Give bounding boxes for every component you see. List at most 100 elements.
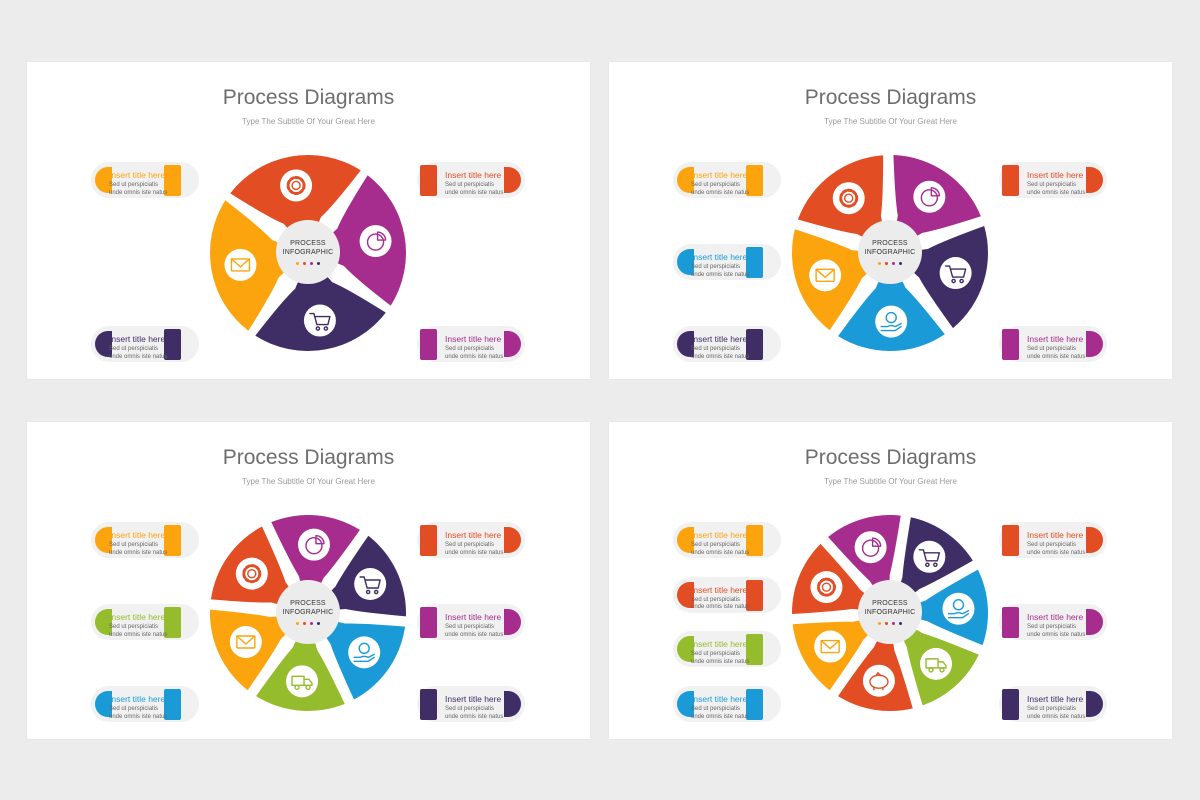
label-accent-tab [1002, 689, 1019, 720]
label-description: Sed ut perspiciatis unde omnis iste natu… [1027, 182, 1086, 196]
label-accent-cap [95, 609, 112, 635]
money-hand-icon [875, 305, 908, 338]
label-accent-tab [164, 689, 181, 720]
label-description: Sed ut perspiciatis unde omnis iste natu… [691, 346, 750, 360]
ring-segment [908, 569, 988, 646]
money-hand-icon [348, 636, 381, 669]
gear-icon [832, 182, 865, 215]
slide-title: Process Diagrams [804, 446, 977, 469]
ring-segment [256, 630, 345, 711]
center-dot [892, 262, 895, 265]
label-accent-cap [677, 167, 694, 193]
ring-segment [797, 155, 884, 241]
gear-icon [280, 169, 313, 202]
label-title: Insert title here [445, 170, 502, 180]
center-disc: PROCESS INFOGRAPHIC [276, 220, 340, 284]
label-title: Insert title here [691, 694, 748, 704]
shopping-cart-icon [303, 304, 336, 337]
label-description: Sed ut perspiciatis unde omnis iste natu… [445, 346, 504, 360]
label-description: Sed ut perspiciatis unde omnis iste natu… [445, 182, 504, 196]
label-title: Insert title here [1027, 170, 1084, 180]
ring-segment [901, 625, 979, 706]
label-accent-tab [1002, 525, 1019, 556]
ring-segment [906, 225, 988, 329]
label-description: Sed ut perspiciatis unde omnis iste natu… [1027, 542, 1086, 556]
center-dot [885, 622, 888, 625]
label-description: Sed ut perspiciatis unde omnis iste natu… [691, 651, 750, 665]
label-accent-cap [677, 691, 694, 717]
gear-icon [810, 571, 843, 604]
center-line-1: PROCESS [290, 240, 326, 247]
label-accent-tab [746, 329, 763, 360]
label-description: Sed ut perspiciatis unde omnis iste natu… [109, 346, 168, 360]
center-dot [878, 262, 881, 265]
center-dot [878, 622, 881, 625]
process-ring [792, 155, 988, 351]
process-ring [792, 515, 988, 711]
center-dot [317, 262, 320, 265]
label-description: Sed ut perspiciatis unde omnis iste natu… [1027, 706, 1086, 720]
label-accent-cap [95, 527, 112, 553]
piggy-bank-icon [862, 664, 895, 697]
label-accent-tab [420, 525, 437, 556]
ring-segment [898, 517, 973, 599]
envelope-icon [814, 630, 847, 663]
label-title: Insert title here [1027, 612, 1084, 622]
center-dot [899, 622, 902, 625]
label-title: Insert title here [691, 252, 748, 262]
center-dot [317, 622, 320, 625]
label-title: Insert title here [445, 612, 502, 622]
label-accent-tab [746, 165, 763, 196]
ring-segment [321, 620, 406, 700]
center-dot [899, 262, 902, 265]
label-accent-tab [164, 607, 181, 638]
slide-subtitle: Type The Subtitle Of Your Great Here [242, 477, 375, 486]
label-description: Sed ut perspiciatis unde omnis iste natu… [691, 182, 750, 196]
process-ring [210, 155, 407, 352]
label-title: Insert title here [691, 639, 748, 650]
center-disc: PROCESS INFOGRAPHIC [858, 220, 922, 284]
center-dot [296, 622, 299, 625]
label-title: Insert title here [109, 170, 166, 180]
label-title: Insert title here [691, 170, 748, 180]
delivery-truck-icon [920, 647, 953, 680]
label-accent-tab [1002, 165, 1019, 196]
label-title: Insert title here [109, 694, 166, 704]
envelope-icon [809, 259, 842, 292]
label-description: Sed ut perspiciatis unde omnis iste natu… [691, 596, 750, 611]
label-description: Sed ut perspiciatis unde omnis iste natu… [109, 182, 168, 196]
slide-subtitle: Type The Subtitle Of Your Great Here [824, 477, 957, 486]
shopping-cart-icon [354, 568, 387, 601]
ring-segment [828, 515, 901, 596]
envelope-icon [224, 248, 257, 281]
label-description: Sed ut perspiciatis unde omnis iste natu… [1027, 346, 1086, 360]
label-accent-cap [677, 636, 694, 663]
label-title: Insert title here [691, 584, 748, 595]
label-accent-cap [95, 331, 112, 357]
label-accent-tab [420, 607, 437, 638]
label-description: Sed ut perspiciatis unde omnis iste natu… [691, 542, 750, 556]
label-title: Insert title here [445, 530, 502, 540]
label-title: Insert title here [109, 612, 166, 622]
label-description: Sed ut perspiciatis unde omnis iste natu… [109, 706, 168, 720]
label-accent-cap [677, 331, 694, 357]
ring-segment [792, 229, 874, 331]
center-line-2: INFOGRAPHIC [864, 609, 916, 616]
delivery-truck-icon [286, 665, 319, 698]
slide-title: Process Diagrams [222, 86, 395, 109]
shopping-cart-icon [939, 257, 972, 290]
label-description: Sed ut perspiciatis unde omnis iste natu… [109, 624, 168, 638]
label-title: Insert title here [1027, 530, 1084, 540]
